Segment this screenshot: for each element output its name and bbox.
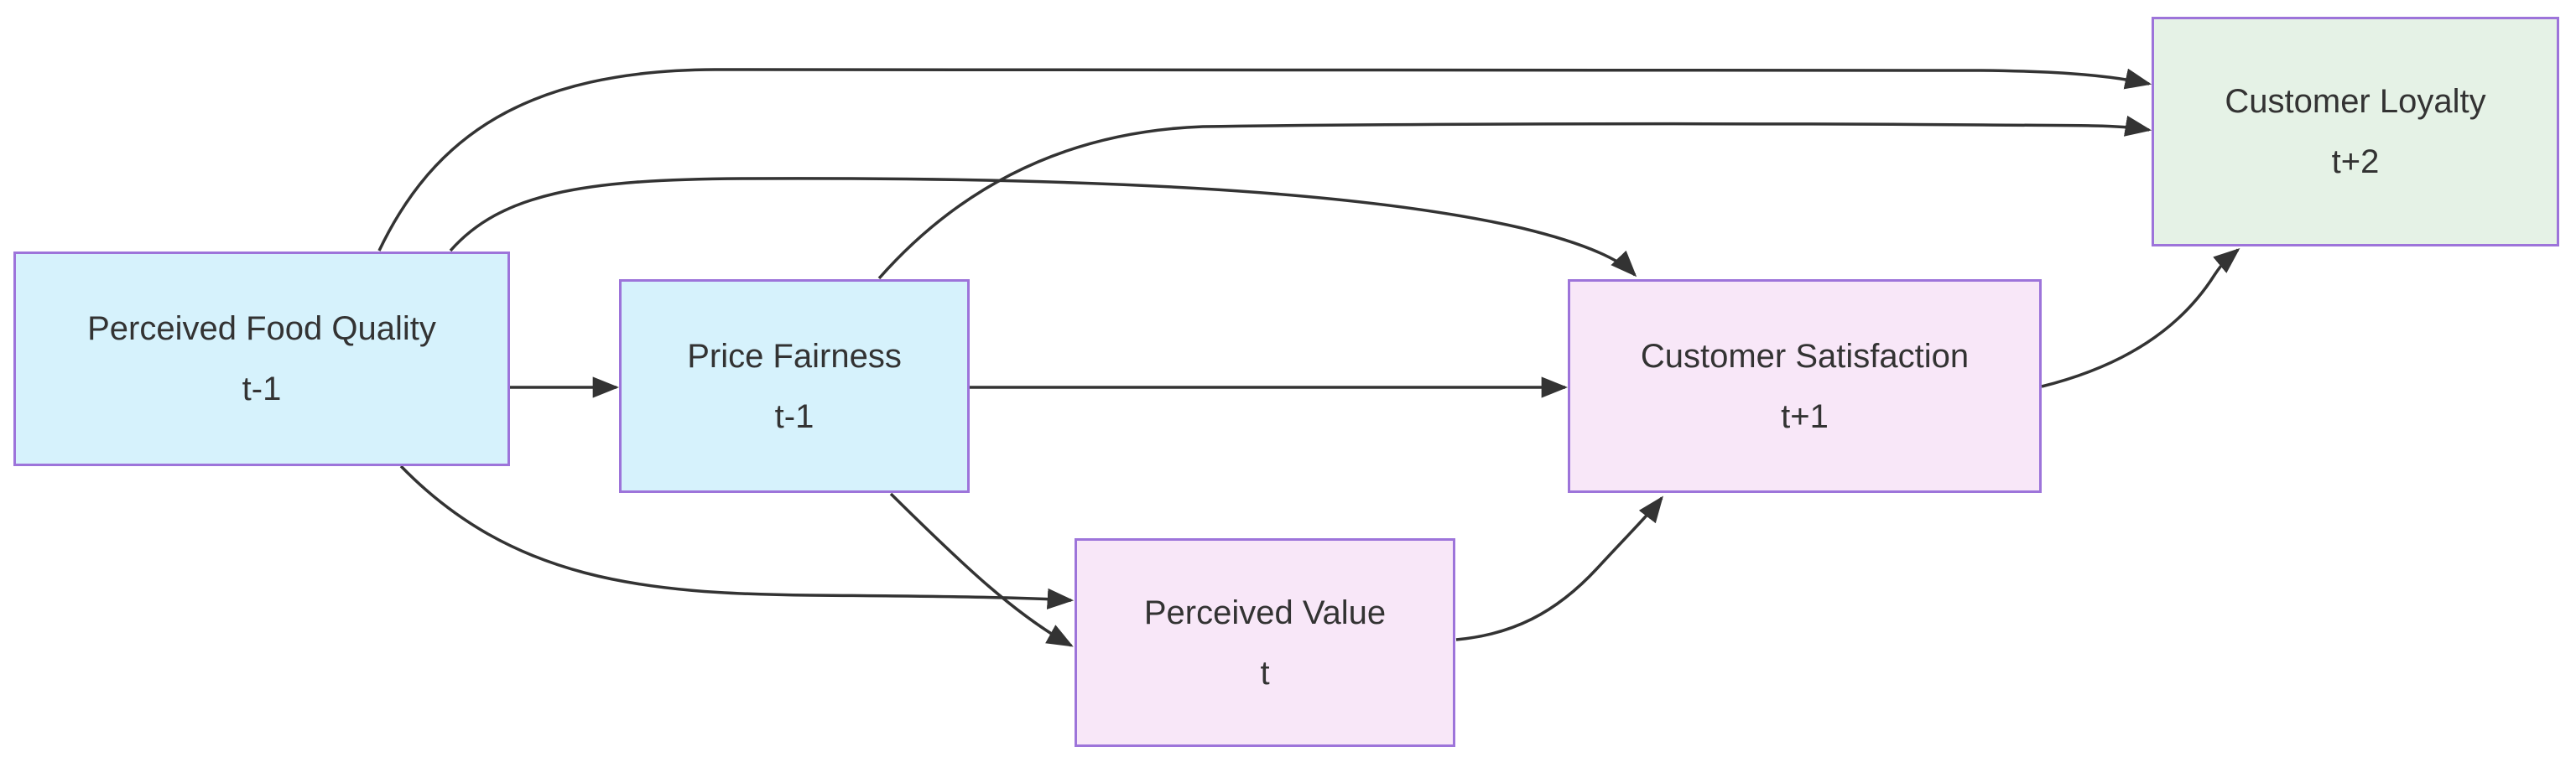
edge-pf-pv (889, 492, 1074, 647)
edge-pfq-cl (377, 67, 2152, 252)
node-cl: Customer Loyalty t+2 (2152, 17, 2559, 246)
edge-cs-cl (2041, 247, 2240, 388)
node-pf-label: Price Fairness (687, 337, 902, 375)
node-pv-label: Perceived Value (1143, 594, 1387, 631)
node-cl-time: t+2 (2331, 143, 2380, 180)
node-pfq: Perceived Food Quality t-1 (13, 252, 510, 466)
edge-pv-cs (1455, 495, 1663, 641)
edges-group (377, 67, 2240, 647)
node-pfq-time: t-1 (242, 371, 282, 407)
node-pf-time: t-1 (774, 397, 814, 435)
edge-pfq-pv (399, 464, 1075, 609)
node-cs-time: t+1 (1781, 397, 1829, 435)
node-cs: Customer Satisfaction t+1 (1568, 279, 2042, 493)
node-pfq-label: Perceived Food Quality (87, 310, 436, 347)
node-pv: Perceived Value t (1075, 538, 1455, 747)
node-cl-label: Customer Loyalty (2225, 83, 2486, 120)
node-pf: Price Fairness t-1 (619, 279, 970, 493)
node-cs-label: Customer Satisfaction (1640, 337, 1970, 375)
node-pv-time: t (1260, 654, 1270, 692)
edge-pf-cl (877, 115, 2152, 280)
edge-pfq-cs (449, 177, 1637, 277)
